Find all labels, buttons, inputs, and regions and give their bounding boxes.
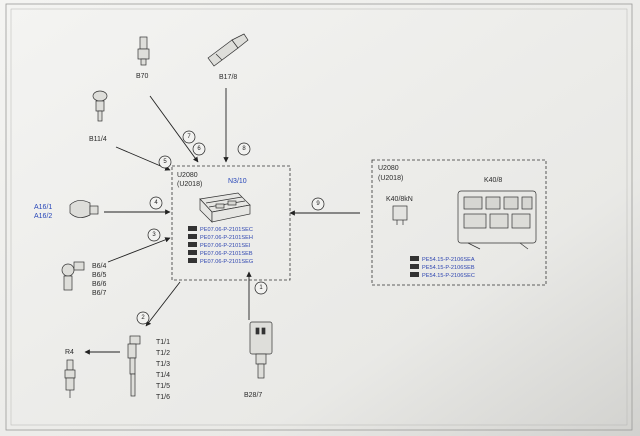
ecu-name: N3/10	[228, 178, 247, 185]
svg-text:9: 9	[316, 201, 320, 207]
relay-drawing	[392, 205, 408, 225]
component-r4[interactable]: R4	[64, 349, 76, 398]
callout-4: 4	[149, 196, 163, 210]
sensor-b11-4-label: B11/4	[89, 136, 107, 143]
sensor-b17-8-drawing	[207, 33, 249, 67]
component-t1-label: T1/5	[156, 383, 170, 390]
svg-text:PE54.15-P-2106SEA: PE54.15-P-2106SEA	[422, 257, 475, 263]
relay-name: K40/8	[484, 177, 502, 184]
ecu-ref-row[interactable]: PE07.06-P-2101SEI	[188, 242, 251, 249]
callout-6: 6	[192, 142, 206, 156]
svg-text:4: 4	[154, 200, 158, 206]
relay-box: U2080 (U2018) K40/8 K40/8kN PE54.	[371, 159, 547, 286]
sensor-b6-label: B6/6	[92, 281, 107, 288]
ecu-module-drawing	[199, 192, 251, 223]
sensor-b17-8-label: B17/8	[219, 74, 237, 81]
svg-text:6: 6	[197, 146, 201, 152]
ignition-coil-icon	[127, 335, 141, 397]
component-t1-label: T1/6	[156, 394, 170, 401]
ecu-network: U2080	[177, 172, 198, 179]
spark-plug-icon	[64, 359, 76, 398]
component-t1-label: T1/2	[156, 350, 170, 357]
callout-5: 5	[158, 155, 172, 169]
relay-ref-row[interactable]: PE54.15-P-2106SEB	[410, 264, 475, 271]
document-icon	[188, 258, 197, 263]
component-t1[interactable]: T1/1 T1/2 T1/3 T1/4 T1/5 T1/6	[127, 335, 170, 401]
document-icon	[410, 264, 419, 269]
sensor-b11-4[interactable]: B11/4	[89, 90, 108, 143]
ecu-ref-row[interactable]: PE07.06-P-2101SEC	[188, 226, 253, 233]
document-icon	[188, 234, 197, 239]
svg-text:PE07.06-P-2101SEI: PE07.06-P-2101SEI	[200, 243, 251, 249]
callout-2: 2	[136, 311, 150, 325]
sensor-a16-2-label[interactable]: A16/2	[34, 213, 52, 220]
ecu-ref-row[interactable]: PE07.06-P-2101SEG	[188, 258, 253, 265]
sensor-b6-drawing	[61, 261, 85, 291]
document-icon	[410, 272, 419, 277]
relay-ref-row[interactable]: PE54.15-P-2106SEC	[410, 272, 475, 279]
svg-text:5: 5	[163, 159, 167, 165]
svg-text:8: 8	[242, 146, 246, 152]
component-t1-label: T1/3	[156, 361, 170, 368]
document-icon	[188, 250, 197, 255]
line-b6	[107, 237, 171, 263]
callout-3: 3	[147, 228, 161, 242]
component-t1-label: T1/1	[156, 339, 170, 346]
sensor-b6-label: B6/7	[92, 290, 107, 297]
sensor-a16-1-label[interactable]: A16/1	[34, 204, 52, 211]
sensor-b70-label: B70	[136, 73, 149, 80]
svg-text:2: 2	[141, 315, 145, 321]
document-icon	[188, 242, 197, 247]
svg-text:7: 7	[187, 134, 191, 140]
callout-8: 8	[237, 142, 251, 156]
svg-text:PE07.06-P-2101SEH: PE07.06-P-2101SEH	[200, 235, 253, 241]
sensor-a16-drawing	[69, 200, 99, 218]
ecu-box: U2080 (U2018) N3/10 PE07.06-P-2101SEC PE…	[171, 165, 291, 281]
component-r4-label: R4	[65, 349, 74, 356]
sensor-b70-drawing	[137, 36, 150, 66]
sensor-b6-label: B6/5	[92, 272, 107, 279]
svg-text:3: 3	[152, 232, 156, 238]
line-t1	[145, 281, 181, 327]
svg-text:PE07.06-P-2101SEG: PE07.06-P-2101SEG	[200, 259, 253, 265]
callouts: 1 2 3 4 5 6 7 8	[136, 130, 325, 325]
relay-k-label: K40/8kN	[386, 196, 413, 203]
component-t1-label: T1/4	[156, 372, 170, 379]
sensor-b17-8[interactable]: B17/8	[207, 33, 249, 81]
document-icon	[188, 226, 197, 231]
ecu-ref-row[interactable]: PE07.06-P-2101SEB	[188, 250, 253, 257]
relay-network-alt: (U2018)	[378, 175, 403, 182]
sensor-b6-label: B6/4	[92, 263, 107, 270]
relay-refs: PE54.15-P-2106SEA PE54.15-P-2106SEB PE54…	[410, 256, 475, 279]
sensor-b11-4-drawing	[92, 90, 108, 122]
svg-text:PE54.15-P-2106SEB: PE54.15-P-2106SEB	[422, 265, 475, 271]
fuse-box-drawing	[457, 190, 537, 250]
svg-text:PE07.06-P-2101SEB: PE07.06-P-2101SEB	[200, 251, 253, 257]
line-b70	[149, 95, 199, 163]
sensor-b28-7[interactable]: B28/7	[244, 321, 273, 399]
ecu-refs: PE07.06-P-2101SEC PE07.06-P-2101SEH PE07…	[188, 226, 253, 265]
svg-text:1: 1	[259, 285, 263, 291]
ecu-ref-row[interactable]: PE07.06-P-2101SEH	[188, 234, 253, 241]
sensor-b6[interactable]: B6/4 B6/5 B6/6 B6/7	[61, 261, 107, 297]
relay-network: U2080	[378, 165, 399, 172]
callout-7: 7	[182, 130, 196, 144]
svg-text:PE54.15-P-2106SEC: PE54.15-P-2106SEC	[422, 273, 475, 279]
sensor-b70[interactable]: B70	[136, 36, 150, 80]
document-icon	[410, 256, 419, 261]
sensor-b28-7-label: B28/7	[244, 392, 262, 399]
callout-1: 1	[254, 281, 268, 295]
relay-ref-row[interactable]: PE54.15-P-2106SEA	[410, 256, 475, 263]
callout-9: 9	[311, 197, 325, 211]
sensor-b28-7-drawing	[249, 321, 273, 379]
sensor-a16[interactable]: A16/1 A16/2	[34, 200, 99, 220]
ecu-network-alt: (U2018)	[177, 181, 202, 188]
svg-text:PE07.06-P-2101SEC: PE07.06-P-2101SEC	[200, 227, 253, 233]
